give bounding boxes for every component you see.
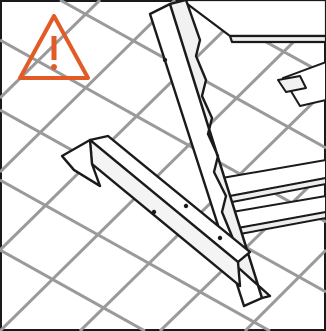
rear-foot-piece — [277, 61, 326, 107]
warning-triangle-icon — [18, 14, 90, 80]
chair-main-leg — [148, 0, 272, 308]
screw-holes — [151, 57, 223, 241]
chair-front-foot — [60, 134, 252, 288]
chair-seat-plate — [180, 0, 326, 44]
